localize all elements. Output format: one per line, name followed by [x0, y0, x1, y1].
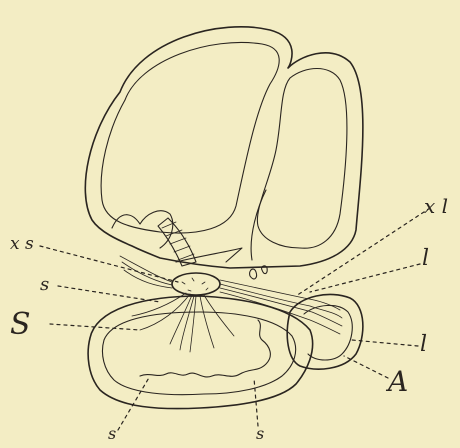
label-right-upper: l: [422, 248, 429, 270]
leader-right-lower: [352, 340, 418, 346]
label-left-small: s: [40, 276, 49, 294]
leader-left-large: [50, 324, 140, 330]
inner-wavy-fold: [140, 320, 270, 377]
lower-sac-outer: [88, 296, 312, 409]
lower-sac-inner: [102, 312, 295, 395]
nerve-left-upper: [120, 256, 172, 288]
septum-line: [251, 190, 266, 260]
leader-upper-left: [40, 246, 178, 282]
label-right-lower: l: [420, 334, 427, 356]
label-left-large: S: [10, 310, 31, 340]
leader-right-upper: [310, 264, 420, 292]
central-ganglion: [172, 273, 220, 295]
label-top-right: x l: [424, 196, 448, 216]
nerve-fan-lower: [132, 293, 234, 352]
label-upper-left: x s: [10, 236, 34, 253]
label-bottom-right: s: [256, 426, 264, 442]
right-lobe-inner: [257, 69, 347, 249]
leader-right-big: [344, 356, 388, 378]
left-lobe-inner: [101, 42, 279, 233]
label-bottom-left: s: [108, 426, 116, 442]
leader-top-right: [296, 208, 430, 296]
cross-fold: [176, 248, 242, 262]
label-right-big: A: [388, 368, 408, 396]
left-lobe-outer: [85, 27, 363, 268]
ganglion-texture: [182, 278, 208, 291]
leader-left-small: [58, 286, 160, 302]
